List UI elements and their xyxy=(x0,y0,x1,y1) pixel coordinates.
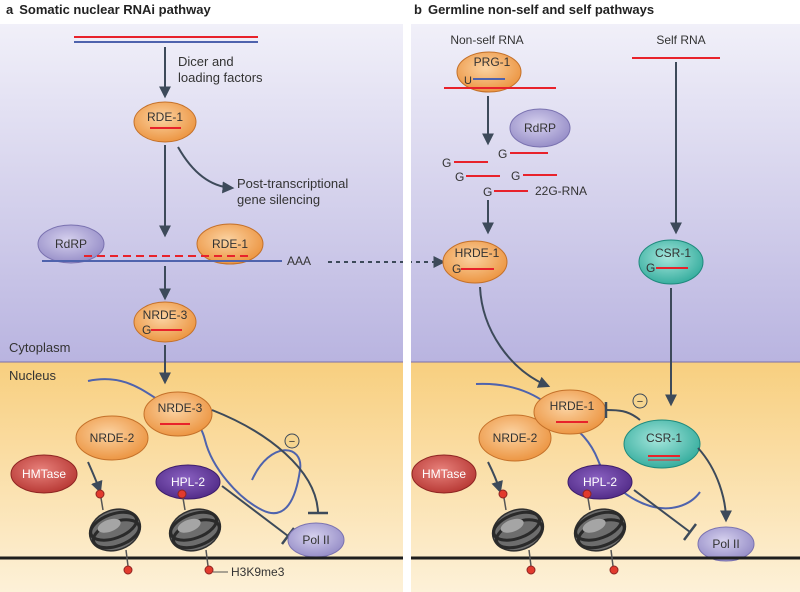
panel-a-cytoplasm xyxy=(0,24,403,362)
rde1-mid-protein: RDE-1 xyxy=(196,223,264,265)
nucleus-label: Nucleus xyxy=(9,368,56,383)
nucleosome-b-1 xyxy=(485,489,551,575)
prg1-u-label: U xyxy=(464,75,472,87)
rdrp-a-protein: RdRP xyxy=(37,224,105,264)
minus-sign-a: − xyxy=(284,433,300,449)
hmtase-a-label: HMTase xyxy=(22,467,66,481)
hpl2-b-label: HPL-2 xyxy=(583,475,617,489)
g-label-1: G xyxy=(498,147,507,161)
csr1-nuc-label: CSR-1 xyxy=(646,431,682,445)
nonself-rna-label: Non-self RNA xyxy=(450,33,523,47)
panel-a: Dicer and loading factors RDE-1 Post-tra… xyxy=(0,24,403,592)
g-label-5: G xyxy=(483,185,492,199)
pol2-a-protein: Pol II xyxy=(287,522,345,558)
nucleosome-a-1 xyxy=(82,489,148,575)
minus-sign-b: − xyxy=(632,393,648,409)
panel-b-letter: b xyxy=(414,2,422,17)
csr1-nuc-protein: CSR-1 xyxy=(623,419,701,469)
nrde2-a-label: NRDE-2 xyxy=(90,431,135,445)
nucleosome-b-2 xyxy=(567,489,633,575)
hrde1-top-label: HRDE-1 xyxy=(455,246,500,260)
nrde3-g-label: G xyxy=(142,323,151,337)
rde1-mid-label: RDE-1 xyxy=(212,237,248,251)
nucleosome-a-2 xyxy=(162,489,228,575)
minus-b-text: − xyxy=(637,396,643,408)
prg1-protein: PRG-1 U xyxy=(456,51,522,93)
panel-a-letter: a xyxy=(6,2,14,17)
g-label-4: G xyxy=(511,169,520,183)
hrde1-nuc-label: HRDE-1 xyxy=(550,399,595,413)
pol2-a-label: Pol II xyxy=(302,533,329,547)
panel-b: Non-self RNA Self RNA PRG-1 U RdRP G G G… xyxy=(328,24,800,592)
polya-label: AAA xyxy=(287,254,311,268)
ptgs-label-2: gene silencing xyxy=(237,192,320,207)
nrde3-top-protein: NRDE-3 G xyxy=(133,301,197,343)
pol2-b-label: Pol II xyxy=(712,537,739,551)
panel-a-title: a Somatic nuclear RNAi pathway xyxy=(6,2,211,17)
panel-b-title: b Germline non-self and self pathways xyxy=(414,2,654,17)
hpl2-a-protein: HPL-2 xyxy=(155,464,221,500)
rdrp-b-label: RdRP xyxy=(524,121,556,135)
hmtase-b-label: HMTase xyxy=(422,467,466,481)
ptgs-label-1: Post-transcriptional xyxy=(237,176,348,191)
pol2-b-protein: Pol II xyxy=(697,526,755,562)
rna22g-label: 22G-RNA xyxy=(535,184,587,198)
h3k9me3-label: H3K9me3 xyxy=(231,565,285,579)
csr1-g-label: G xyxy=(646,261,655,275)
nrde2-a-protein: NRDE-2 xyxy=(75,415,149,461)
panel-a-title-text: Somatic nuclear RNAi pathway xyxy=(19,2,211,17)
csr1-top-label: CSR-1 xyxy=(655,246,691,260)
nrde3-nuc-label: NRDE-3 xyxy=(158,401,203,415)
hmtase-a-protein: HMTase xyxy=(10,454,78,494)
panel-b-title-text: Germline non-self and self pathways xyxy=(427,2,655,17)
csr1-top-protein: CSR-1 G xyxy=(638,239,704,285)
small-rnas-22g: G G G G G 22G-RNA xyxy=(442,147,587,199)
dicer-label-2: loading factors xyxy=(178,70,263,85)
minus-a-text: − xyxy=(289,436,295,448)
hrde1-nuc-protein: HRDE-1 xyxy=(533,389,607,435)
dicer-label-1: Dicer and xyxy=(178,54,234,69)
hpl2-a-label: HPL-2 xyxy=(171,475,205,489)
hpl2-b-protein: HPL-2 xyxy=(567,464,633,500)
rdrp-a-label: RdRP xyxy=(55,237,87,251)
hmtase-b-protein: HMTase xyxy=(411,454,477,494)
self-rna-label: Self RNA xyxy=(656,33,705,47)
hrde1-top-protein: HRDE-1 G xyxy=(442,240,508,284)
hrde1-g-label: G xyxy=(452,262,461,276)
prg1-label: PRG-1 xyxy=(474,55,511,69)
nrde2-b-protein: NRDE-2 xyxy=(478,414,552,462)
rdrp-b-protein: RdRP xyxy=(509,108,571,148)
g-label-2: G xyxy=(442,156,451,170)
cytoplasm-label: Cytoplasm xyxy=(9,340,70,355)
nrde2-b-label: NRDE-2 xyxy=(493,431,538,445)
nascent-transcript-b xyxy=(475,382,701,510)
nrde3-top-label: NRDE-3 xyxy=(143,308,188,322)
rde1-top-label: RDE-1 xyxy=(147,110,183,124)
g-label-3: G xyxy=(455,170,464,184)
rde1-top-protein: RDE-1 xyxy=(133,101,197,143)
nrde3-nuc-protein: NRDE-3 xyxy=(143,391,213,437)
